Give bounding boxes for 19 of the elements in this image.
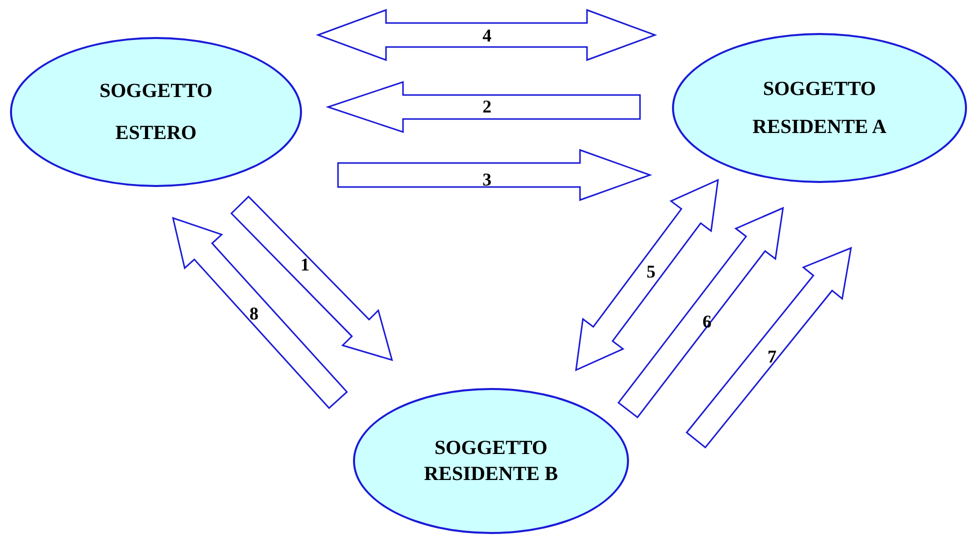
block-arrow bbox=[172, 216, 348, 410]
block-arrow bbox=[686, 246, 852, 449]
node-label: SOGGETTO RESIDENTE B bbox=[423, 436, 559, 487]
block-arrow bbox=[230, 196, 394, 362]
block-arrow bbox=[575, 178, 719, 372]
block-arrow bbox=[326, 80, 641, 134]
block-arrow bbox=[617, 206, 784, 418]
block-arrow bbox=[337, 148, 652, 202]
edge-label: 4 bbox=[482, 26, 492, 46]
edge-label: 3 bbox=[482, 170, 492, 190]
edge-label: 5 bbox=[646, 262, 656, 282]
edge-label: 7 bbox=[768, 346, 776, 368]
edge-label: 8 bbox=[250, 304, 258, 324]
node-label: SOGGETTO RESIDENTE A bbox=[752, 77, 888, 140]
edge-label: 6 bbox=[702, 312, 712, 332]
edge-label: 2 bbox=[482, 96, 492, 118]
edge-label: 1 bbox=[300, 254, 310, 276]
node-label: SOGGETTO ESTERO bbox=[98, 79, 214, 146]
block-arrow bbox=[316, 8, 658, 62]
